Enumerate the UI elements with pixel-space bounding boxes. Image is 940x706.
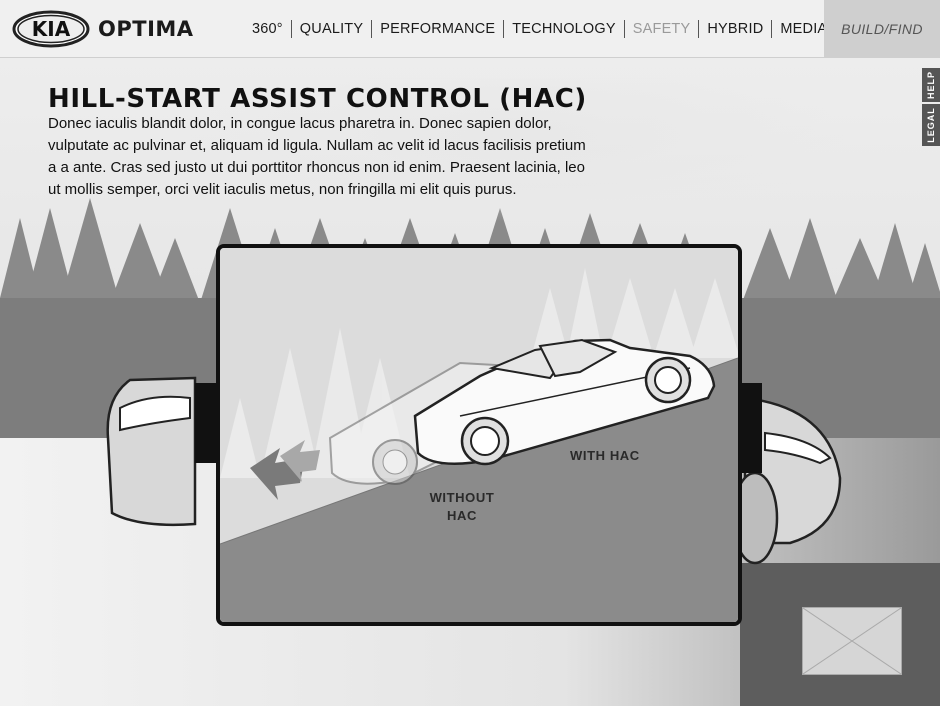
page-title: HILL-START ASSIST CONTROL (HAC) [48,84,587,114]
without-hac-line2: HAC [447,508,477,523]
help-tab-label: HELP [926,70,937,100]
hac-illustration-frame [216,244,742,626]
car-with-hac [413,338,716,466]
nav-item-performance[interactable]: PERFORMANCE [371,20,503,38]
nav-item-technology[interactable]: TECHNOLOGY [503,20,624,38]
left-car-fragment [106,376,220,527]
help-tab[interactable]: HELP [922,68,940,102]
without-hac-label: WITHOUT HAC [418,489,506,525]
build-find-button[interactable]: BUILD/FIND [824,0,940,58]
legal-tab-label: LEGAL [926,107,936,143]
main-nav: 360° QUALITY PERFORMANCE TECHNOLOGY SAFE… [244,0,835,58]
image-placeholder[interactable] [802,607,902,675]
with-hac-label: WITH HAC [570,448,640,463]
nav-item-quality[interactable]: QUALITY [290,20,371,38]
nav-item-media[interactable]: MEDIA [771,20,835,38]
top-navigation-bar: KIA OPTIMA 360° QUALITY PERFORMANCE TECH… [0,0,940,58]
rollback-arrow-icon [250,440,320,500]
hac-illustration [220,248,738,622]
model-name[interactable]: OPTIMA [98,17,194,41]
legal-tab[interactable]: LEGAL [922,104,940,146]
nav-item-hybrid[interactable]: HYBRID [698,20,771,38]
logo-text: KIA [32,17,71,41]
nav-item-safety[interactable]: SAFETY [623,20,699,38]
right-car-fragment [731,383,842,565]
body-text: Donec iaculis blandit dolor, in congue l… [48,115,586,198]
without-hac-line1: WITHOUT [429,490,495,505]
nav-item-360[interactable]: 360° [252,21,283,37]
kia-logo[interactable]: KIA [12,10,90,48]
side-tabs: HELP LEGAL [922,68,940,148]
